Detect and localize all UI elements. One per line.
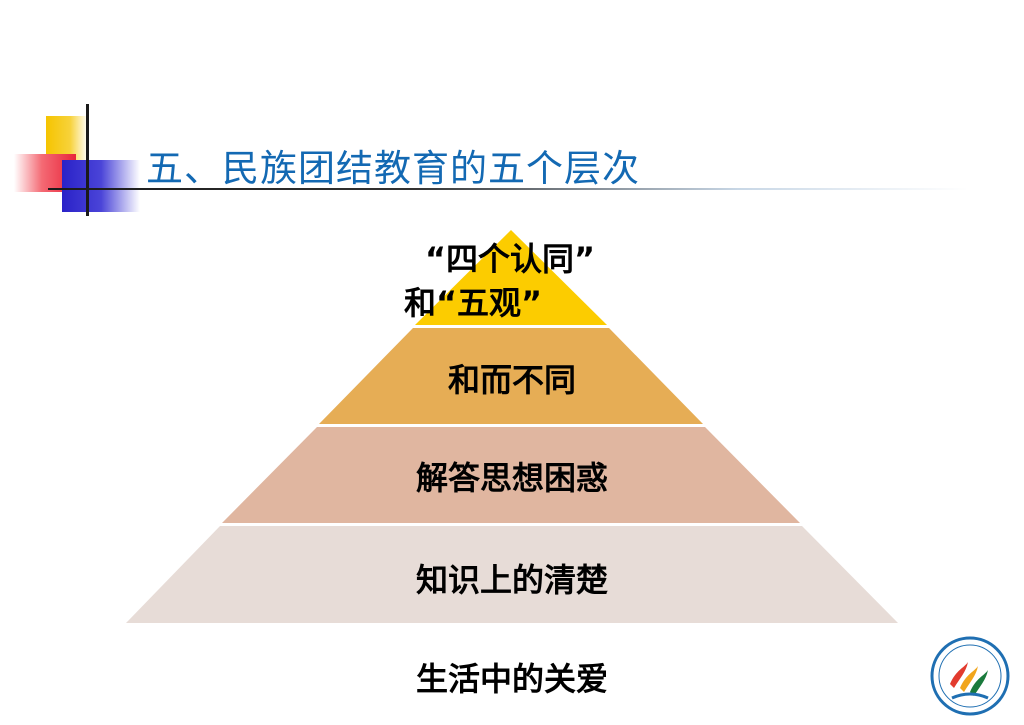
tier-3-label: 解答思想困惑: [415, 459, 608, 497]
tier-1-label-line-1: “四个认同”: [424, 240, 596, 278]
tier-4-label: 知识上的清楚: [415, 561, 608, 599]
pyramid-tier-2: [319, 328, 703, 424]
base-label: 生活中的关爱: [415, 660, 608, 698]
title-ornament-vertical-line: [86, 104, 89, 216]
title-ornament-blue-square: [62, 160, 140, 212]
page-title: 五、民族团结教育的五个层次: [146, 147, 640, 190]
title-underline: [48, 188, 968, 190]
pyramid-tier-top: [415, 230, 607, 325]
tier-2-label: 和而不同: [447, 361, 576, 399]
school-emblem-icon: [930, 636, 1010, 716]
pyramid-tier-4: [126, 526, 898, 623]
pyramid-tier-3: [222, 427, 800, 523]
tier-1-label-line-2: 和“五观”: [404, 284, 543, 322]
